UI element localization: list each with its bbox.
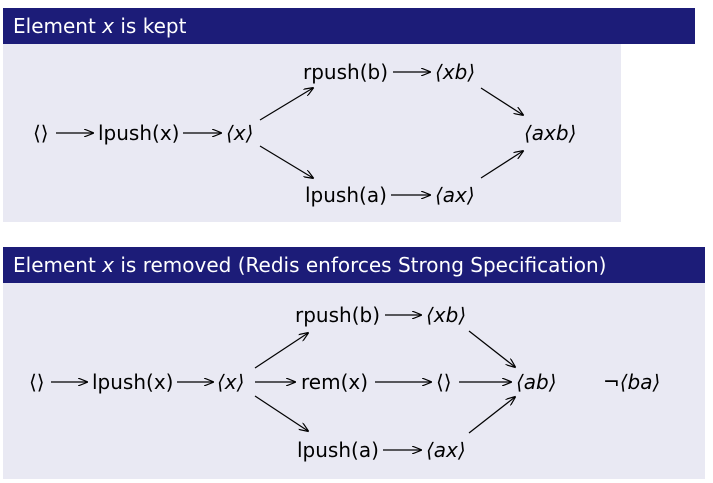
state-x: ⟨x⟩ [226,121,254,145]
block1-header-prefix: Element [13,14,103,38]
block2-panel: ⟨⟩ lpush(x) ⟨x⟩ rpush(b) ⟨xb⟩ rem(x) ⟨⟩ … [3,283,705,479]
block2-header-prefix: Element [13,253,103,277]
arrow-x-to-lpusha [259,145,313,178]
state-empty: ⟨⟩ [436,370,452,394]
op-lpush-a: lpush(a) [305,183,387,207]
arrow-ax-to-ab [468,397,515,434]
state-ab: ⟨ab⟩ [516,370,557,394]
arrow-ax-to-axb [480,151,523,179]
state-axb: ⟨axb⟩ [524,121,577,145]
block1-panel: ⟨⟩ lpush(x) ⟨x⟩ rpush(b) ⟨xb⟩ lpush(a) ⟨… [3,44,621,222]
state-ax: ⟨ax⟩ [435,183,475,207]
state-not-ba: ¬⟨ba⟩ [603,370,661,394]
op-rem-x: rem(x) [301,370,369,394]
op-rpush-b: rpush(b) [295,303,380,327]
state-x: ⟨x⟩ [217,370,245,394]
op-rpush-b: rpush(b) [303,60,388,84]
op-lpush-x: lpush(x) [92,370,174,394]
state-xb: ⟨xb⟩ [426,303,467,327]
block1-header: Element x is kept [3,8,695,44]
arrow-x-to-rpushb [259,88,313,121]
arrow-x-to-rpushb [254,333,308,369]
arrow-xb-to-ab [468,330,515,367]
block1-header-var: x [102,14,115,38]
block2-header-var: x [102,253,115,277]
op-lpush-x: lpush(x) [98,121,180,145]
state-start: ⟨⟩ [33,121,49,145]
state-start: ⟨⟩ [29,370,45,394]
arrow-xb-to-axb [480,87,523,115]
op-lpush-a: lpush(a) [297,438,379,462]
block1-header-suffix: is kept [114,14,187,38]
block2-header: Element x is removed (Redis enforces Str… [3,247,705,283]
block2-header-suffix: is removed (Redis enforces Strong Specif… [114,253,607,277]
state-xb: ⟨xb⟩ [435,60,476,84]
arrow-x-to-lpusha [254,395,308,431]
state-ax: ⟨ax⟩ [426,438,466,462]
